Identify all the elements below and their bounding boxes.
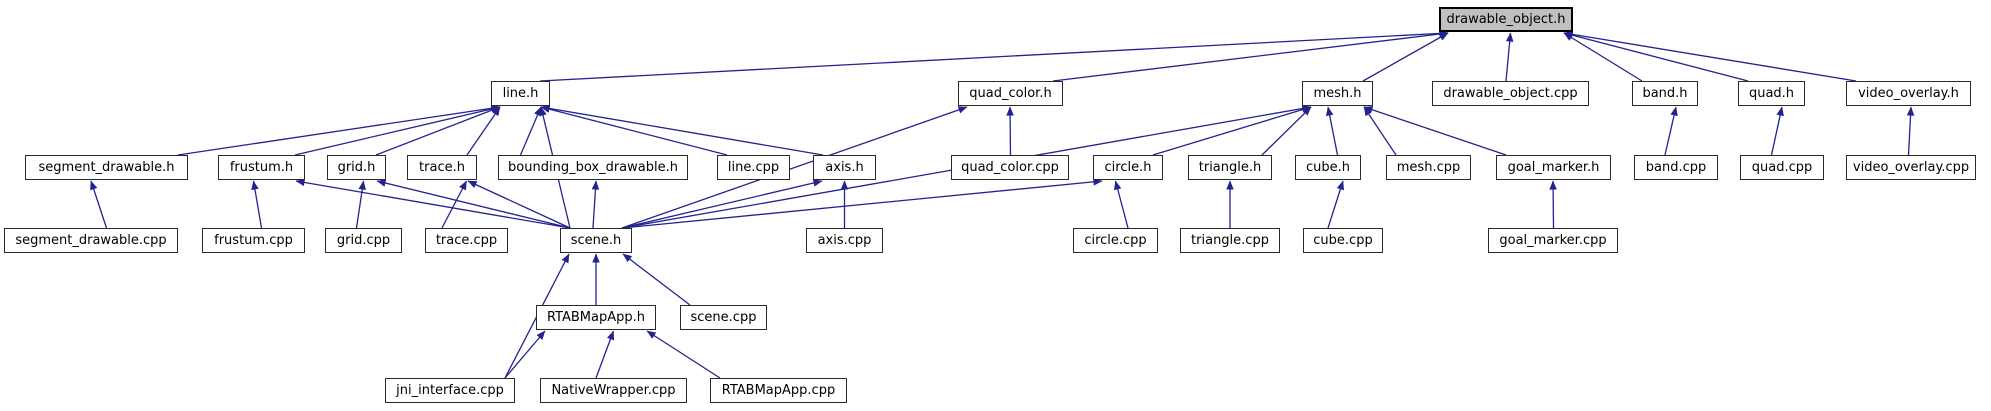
graph-edge-drawable_object.cpp-to-drawable_object.h bbox=[1505, 32, 1514, 82]
graph-node-triangle.cpp[interactable]: triangle.cpp bbox=[1180, 228, 1280, 253]
graph-edge-trace.cpp-to-trace.h bbox=[441, 180, 468, 229]
graph-edge-mesh.cpp-to-mesh.h bbox=[1363, 106, 1397, 156]
graph-edge-scene.h-to-trace.h bbox=[467, 180, 571, 229]
graph-edge-quad_color.cpp-to-quad_color.h bbox=[1006, 106, 1014, 156]
graph-node-frustum.cpp[interactable]: frustum.cpp bbox=[202, 228, 305, 253]
graph-edge-scene.h-to-frustum.h bbox=[295, 178, 571, 229]
graph-node-cube.h[interactable]: cube.h bbox=[1295, 155, 1361, 180]
graph-node-mesh.cpp[interactable]: mesh.cpp bbox=[1386, 155, 1471, 180]
graph-edge-video_overlay.h-to-drawable_object.h bbox=[1563, 30, 1857, 82]
graph-edge-scene.h-to-axis.h bbox=[621, 179, 823, 229]
graph-edge-line.cpp-to-line.h bbox=[540, 105, 728, 156]
graph-edges bbox=[90, 29, 1915, 379]
graph-edge-grid.h-to-line.h bbox=[375, 106, 501, 156]
graph-node-NativeWrapper.cpp[interactable]: NativeWrapper.cpp bbox=[540, 378, 687, 403]
graph-edge-frustum.cpp-to-frustum.h bbox=[251, 180, 263, 229]
graph-edge-circle.h-to-mesh.h bbox=[1152, 105, 1312, 156]
graph-node-axis.cpp[interactable]: axis.cpp bbox=[806, 228, 883, 253]
graph-edge-quad.h-to-drawable_object.h bbox=[1563, 31, 1749, 82]
graph-edge-circle.cpp-to-circle.h bbox=[1114, 180, 1129, 229]
graph-node-video_overlay.cpp[interactable]: video_overlay.cpp bbox=[1846, 155, 1976, 180]
graph-node-jni_interface.cpp[interactable]: jni_interface.cpp bbox=[385, 378, 515, 403]
graph-edge-frustum.h-to-line.h bbox=[294, 105, 501, 156]
graph-edge-RTABMapApp.cpp-to-RTABMapApp.h bbox=[646, 330, 721, 379]
graph-node-trace.cpp[interactable]: trace.cpp bbox=[425, 228, 508, 253]
graph-node-grid.cpp[interactable]: grid.cpp bbox=[325, 228, 402, 253]
graph-node-mesh.h[interactable]: mesh.h bbox=[1302, 81, 1373, 106]
graph-node-frustum.h[interactable]: frustum.h bbox=[218, 155, 305, 180]
graph-node-RTABMapApp.h[interactable]: RTABMapApp.h bbox=[536, 305, 656, 330]
graph-edge-line.h-to-drawable_object.h bbox=[539, 29, 1449, 82]
graph-edge-video_overlay.cpp-to-video_overlay.h bbox=[1906, 106, 1915, 156]
graph-edge-scene.h-to-grid.h bbox=[376, 179, 571, 229]
graph-node-RTABMapApp.cpp[interactable]: RTABMapApp.cpp bbox=[710, 378, 847, 403]
graph-node-line.h[interactable]: line.h bbox=[491, 81, 550, 106]
graph-node-goal_marker.cpp[interactable]: goal_marker.cpp bbox=[1488, 228, 1618, 253]
graph-node-segment_drawable.cpp[interactable]: segment_drawable.cpp bbox=[4, 228, 178, 253]
graph-edge-band.h-to-drawable_object.h bbox=[1563, 32, 1643, 82]
graph-node-cube.cpp[interactable]: cube.cpp bbox=[1303, 228, 1383, 253]
graph-node-goal_marker.h[interactable]: goal_marker.h bbox=[1496, 155, 1611, 180]
graph-node-grid.h[interactable]: grid.h bbox=[327, 155, 386, 180]
graph-node-triangle.h[interactable]: triangle.h bbox=[1188, 155, 1272, 180]
graph-edge-scene.cpp-to-scene.h bbox=[622, 253, 691, 306]
graph-edge-NativeWrapper.cpp-to-RTABMapApp.h bbox=[595, 330, 615, 379]
graph-edge-mesh.h-to-drawable_object.h bbox=[1362, 32, 1449, 82]
graph-node-video_overlay.h[interactable]: video_overlay.h bbox=[1846, 81, 1971, 106]
graph-node-drawable_object.h: drawable_object.h bbox=[1439, 7, 1573, 32]
graph-edge-jni_interface.cpp-to-RTABMapApp.h bbox=[504, 330, 546, 379]
graph-node-scene.h[interactable]: scene.h bbox=[560, 228, 632, 253]
graph-node-quad_color.h[interactable]: quad_color.h bbox=[958, 81, 1063, 106]
graph-node-circle.h[interactable]: circle.h bbox=[1093, 155, 1163, 180]
graph-edge-segment_drawable.h-to-line.h bbox=[177, 104, 501, 156]
graph-edge-goal_marker.h-to-mesh.h bbox=[1363, 106, 1507, 156]
graph-node-line.cpp[interactable]: line.cpp bbox=[717, 155, 790, 180]
graph-node-circle.cpp[interactable]: circle.cpp bbox=[1073, 228, 1158, 253]
graph-edge-grid.cpp-to-grid.h bbox=[355, 180, 366, 229]
graph-node-trace.h[interactable]: trace.h bbox=[407, 155, 477, 180]
graph-edge-axis.h-to-line.h bbox=[540, 104, 824, 156]
graph-edge-scene.h-to-circle.h bbox=[621, 178, 1103, 229]
graph-edge-band.cpp-to-band.h bbox=[1664, 106, 1678, 156]
graph-node-bounding_box_drawable.h[interactable]: bounding_box_drawable.h bbox=[498, 155, 688, 180]
graph-edge-scene.h-to-bounding_box_drawable.h bbox=[591, 180, 600, 229]
graph-node-band.h[interactable]: band.h bbox=[1632, 81, 1698, 106]
graph-node-quad_color.cpp[interactable]: quad_color.cpp bbox=[951, 155, 1069, 180]
graph-node-quad.cpp[interactable]: quad.cpp bbox=[1740, 155, 1824, 180]
graph-edge-quad.cpp-to-quad.h bbox=[1770, 106, 1784, 156]
graph-edge-quad_color.h-to-drawable_object.h bbox=[1052, 30, 1449, 82]
graph-node-drawable_object.cpp[interactable]: drawable_object.cpp bbox=[1432, 81, 1589, 106]
graph-edge-segment_drawable.cpp-to-segment_drawable.h bbox=[90, 180, 108, 229]
graph-edge-cube.h-to-mesh.h bbox=[1325, 106, 1339, 156]
graph-edge-goal_marker.cpp-to-goal_marker.h bbox=[1549, 180, 1557, 229]
graph-node-segment_drawable.h[interactable]: segment_drawable.h bbox=[25, 155, 188, 180]
graph-edge-scene.h-to-quad_color.h bbox=[621, 106, 968, 229]
graph-node-band.cpp[interactable]: band.cpp bbox=[1634, 155, 1718, 180]
graph-node-axis.h[interactable]: axis.h bbox=[813, 155, 876, 180]
graph-node-quad.h[interactable]: quad.h bbox=[1738, 81, 1805, 106]
graph-edge-triangle.h-to-mesh.h bbox=[1261, 106, 1312, 156]
graph-edge-cube.cpp-to-cube.h bbox=[1327, 180, 1345, 229]
graph-node-scene.cpp[interactable]: scene.cpp bbox=[680, 305, 767, 330]
graph-edge-trace.h-to-line.h bbox=[466, 106, 501, 156]
graph-edge-bounding_box_drawable.h-to-line.h bbox=[519, 106, 542, 156]
